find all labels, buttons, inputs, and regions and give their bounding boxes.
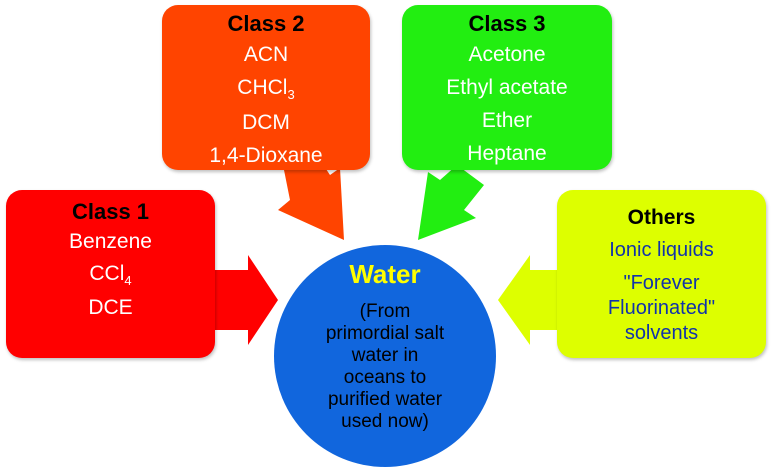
others-title: Others (627, 206, 696, 229)
class3-title: Class 3 (468, 11, 546, 36)
arrow-class1-to-water (210, 255, 278, 345)
class3-item-heptane: Heptane (467, 142, 547, 165)
others-item-ionic-liquids: Ionic liquids (609, 239, 714, 261)
class1-title: Class 1 (71, 199, 150, 224)
class2-box: Class 2 ACN CHCl3 DCM 1,4-Dioxane (162, 5, 370, 170)
water-desc-line: oceans to (343, 367, 427, 388)
class1-item-dce: DCE (88, 296, 133, 319)
others-item-solvents: solvents (624, 322, 699, 344)
water-desc-line: purified water (327, 389, 443, 410)
others-item-forever: "Forever (623, 272, 700, 294)
class2-item-dcm: DCM (242, 111, 290, 134)
class1-item-benzene: Benzene (69, 230, 152, 253)
class3-box: Class 3 Acetone Ethyl acetate Ether Hept… (402, 5, 612, 170)
water-desc-line: water in (351, 345, 419, 366)
arrow-class3-to-water (418, 165, 484, 240)
water-circle: Water (From primordial salt water in oce… (274, 245, 496, 467)
water-description: (From primordial salt water in oceans to… (274, 301, 496, 433)
class3-item-ether: Ether (481, 109, 533, 132)
class2-item-dioxane: 1,4-Dioxane (209, 144, 323, 167)
others-item-fluorinated: Fluorinated" (607, 297, 716, 319)
arrow-others-to-water (498, 255, 562, 345)
water-desc-line: (From (359, 301, 411, 322)
class1-box: Class 1 Benzene CCl4 DCE (6, 190, 215, 358)
class2-item-acn: ACN (243, 43, 289, 66)
water-desc-line: primordial salt (325, 323, 445, 344)
water-title: Water (349, 259, 421, 289)
others-box: Others Ionic liquids "Forever Fluorinate… (557, 190, 766, 358)
class3-item-ethyl-acetate: Ethyl acetate (446, 76, 568, 99)
class2-title: Class 2 (227, 11, 305, 36)
class3-item-acetone: Acetone (468, 43, 546, 66)
class2-item-chcl3: CHCl3 (237, 76, 295, 102)
class1-item-ccl4: CCl4 (89, 262, 132, 288)
water-desc-line: used now) (341, 411, 429, 432)
